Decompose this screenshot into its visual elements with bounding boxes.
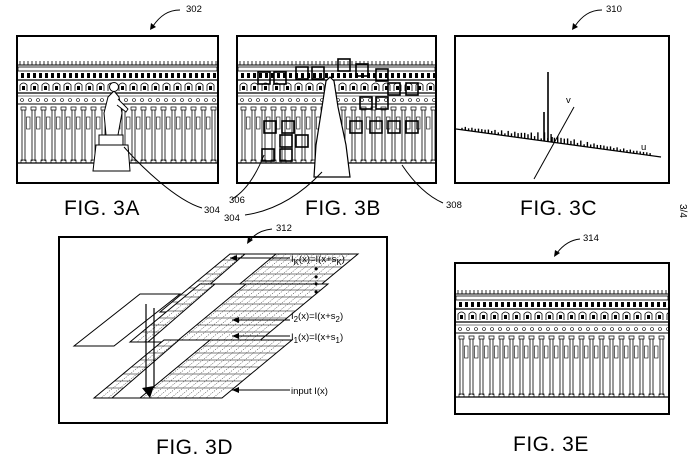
fig-3d-layer-stack — [72, 253, 360, 399]
ref-302: 302 — [186, 4, 202, 15]
fig-3b-label: FIG. 3B — [305, 197, 381, 220]
fig-3e-building-illustration — [456, 290, 668, 398]
layer-2-label: I2(x)=I(x+s2) — [291, 311, 344, 324]
fig-3e-panel — [454, 262, 670, 415]
fig-3a-panel — [16, 35, 219, 184]
fig-3d-label: FIG. 3D — [156, 436, 234, 459]
ref-314: 314 — [583, 233, 599, 244]
layer-1-label: I1(x)=I(x+s1) — [291, 332, 344, 345]
ref-304-a: 304 — [204, 205, 220, 216]
layer-k-label: IK(x)=I(x+sK) — [291, 254, 345, 267]
fig-3c-label: FIG. 3C — [520, 197, 598, 220]
fig-3b-building-illustration — [238, 58, 435, 178]
ref-306: 306 — [229, 195, 245, 206]
fig-3d-panel — [58, 236, 388, 424]
sheet-number: 3/4 — [677, 204, 688, 218]
fig-3b-panel — [236, 35, 437, 184]
statue-figure — [92, 82, 131, 172]
axis-v-label: v — [566, 95, 571, 106]
ellipsis-dots: •••• — [314, 262, 319, 299]
fig-3c-spectrum-plot — [456, 72, 662, 180]
ref-310: 310 — [606, 4, 622, 15]
fig-3a-building-illustration — [18, 61, 217, 172]
axis-u-label: u — [641, 142, 647, 153]
fig-3e-label: FIG. 3E — [513, 433, 589, 456]
fig-3c-panel — [454, 35, 670, 184]
input-layer-label: input I(x) — [291, 386, 328, 397]
ref-308: 308 — [446, 200, 462, 211]
ref-312: 312 — [276, 223, 292, 234]
ref-304-b: 304 — [224, 213, 240, 224]
fig-3a-label: FIG. 3A — [64, 197, 140, 220]
